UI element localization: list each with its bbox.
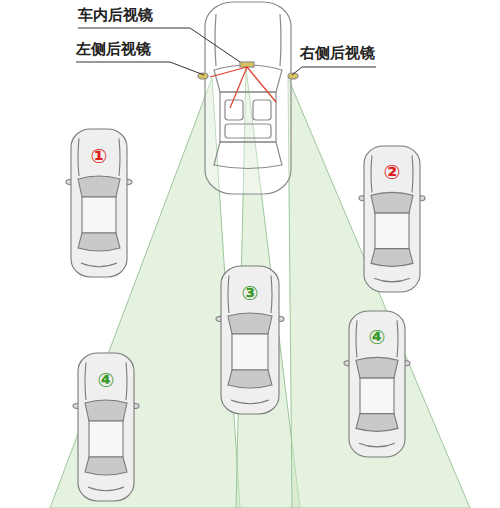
mirror-label: 右侧后视镜: [300, 44, 375, 64]
leader-lines: [76, 28, 376, 75]
callout-number: ②: [358, 161, 426, 183]
mirror-label: 车内后视镜: [78, 6, 153, 26]
callout-number: ①: [65, 145, 133, 167]
callout-number: ④: [343, 326, 411, 348]
main-car: [198, 2, 298, 194]
car-top-view: ②: [358, 145, 426, 293]
car-top-view: ④: [72, 352, 140, 502]
car-top-view: ①: [65, 128, 133, 278]
car-top-view: ④: [343, 310, 411, 458]
car-top-view: ③: [215, 265, 285, 415]
right-mirror-cone: [288, 78, 470, 508]
callout-number: ③: [215, 282, 285, 304]
callout-number: ④: [72, 369, 140, 391]
mirror-label: 左侧后视镜: [76, 40, 151, 60]
mirror-reflection-lines: [210, 67, 276, 108]
